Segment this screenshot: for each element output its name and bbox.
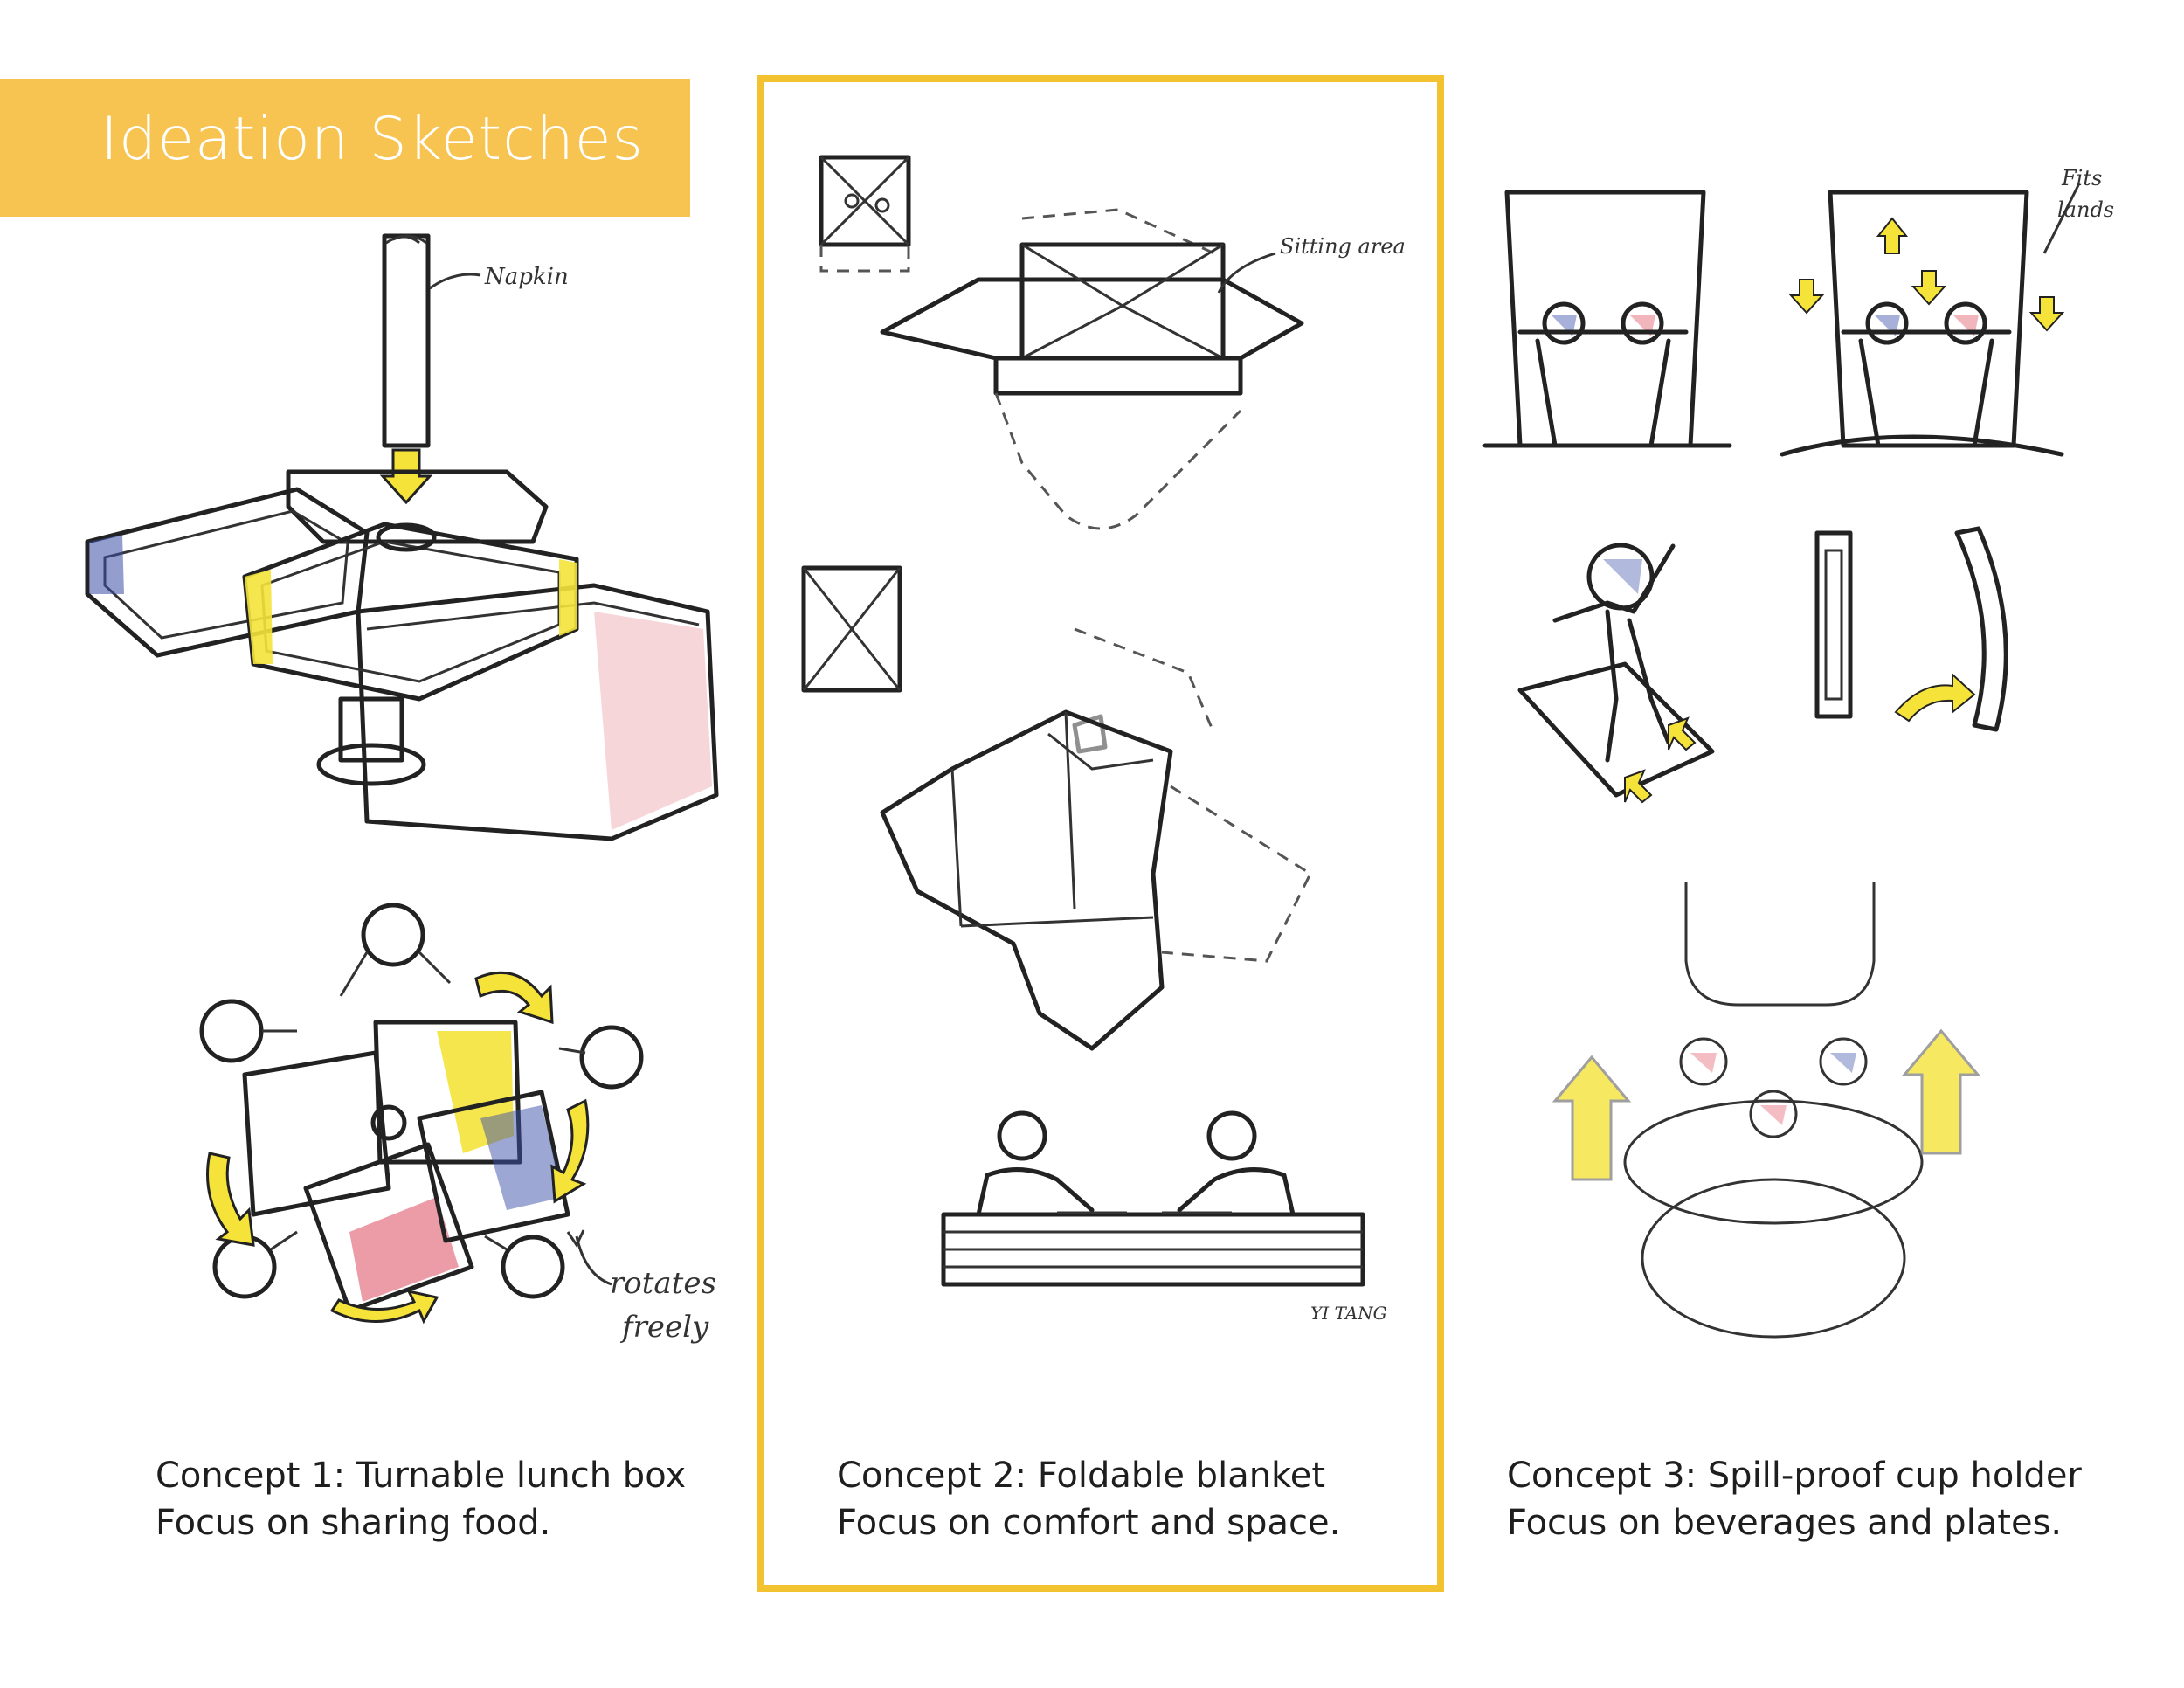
concept-1-title: Concept 1: Turnable lunch box: [156, 1456, 687, 1496]
signature-label: YI TANG: [1310, 1303, 1387, 1324]
rotates-label: rotates: [610, 1266, 716, 1301]
sitting-area-label: Sitting area: [1280, 234, 1406, 259]
concept-2-blanket-unfolded-sketch: Sitting area: [819, 155, 1406, 530]
fits-label: Fits: [2061, 166, 2102, 190]
title-banner: Ideation Sketches: [0, 79, 690, 217]
concept-3-figure-parts-sketch: [1517, 526, 2008, 804]
concept-2-blanket-folded-sketch: [801, 565, 1312, 1051]
napkin-label: Napkin: [484, 264, 569, 290]
concept-3-caption: Concept 3: Spill-proof cup holder Focus …: [1507, 1452, 2082, 1546]
concept-3-focus: Focus on beverages and plates.: [1507, 1503, 2063, 1543]
concept-1-lunchbox-sketch: Napkin: [85, 233, 719, 841]
concept-3-title: Concept 3: Spill-proof cup holder: [1507, 1456, 2082, 1496]
concept-2-caption: Concept 2: Foldable blanket Focus on com…: [837, 1452, 1340, 1546]
concept-1-focus: Focus on sharing food.: [156, 1503, 551, 1543]
page-title: Ideation Sketches: [100, 105, 644, 174]
freely-label: freely: [619, 1310, 709, 1345]
concept-3-ring-holder-sketch: [1552, 882, 1981, 1339]
concept-3-cup-holder-front-sketch: Fits lands: [1482, 166, 2114, 457]
lands-label: lands: [2057, 197, 2114, 222]
concept-2-people-seated-sketch: YI TANG: [941, 1110, 1387, 1324]
concept-2-highlight-frame: [757, 75, 1444, 1592]
concept-2-title: Concept 2: Foldable blanket: [837, 1456, 1326, 1496]
concept-1-caption: Concept 1: Turnable lunch box Focus on s…: [156, 1452, 686, 1546]
concept-1-rotation-diagram: rotates freely: [199, 903, 716, 1345]
concept-2-focus: Focus on comfort and space.: [837, 1503, 1341, 1543]
